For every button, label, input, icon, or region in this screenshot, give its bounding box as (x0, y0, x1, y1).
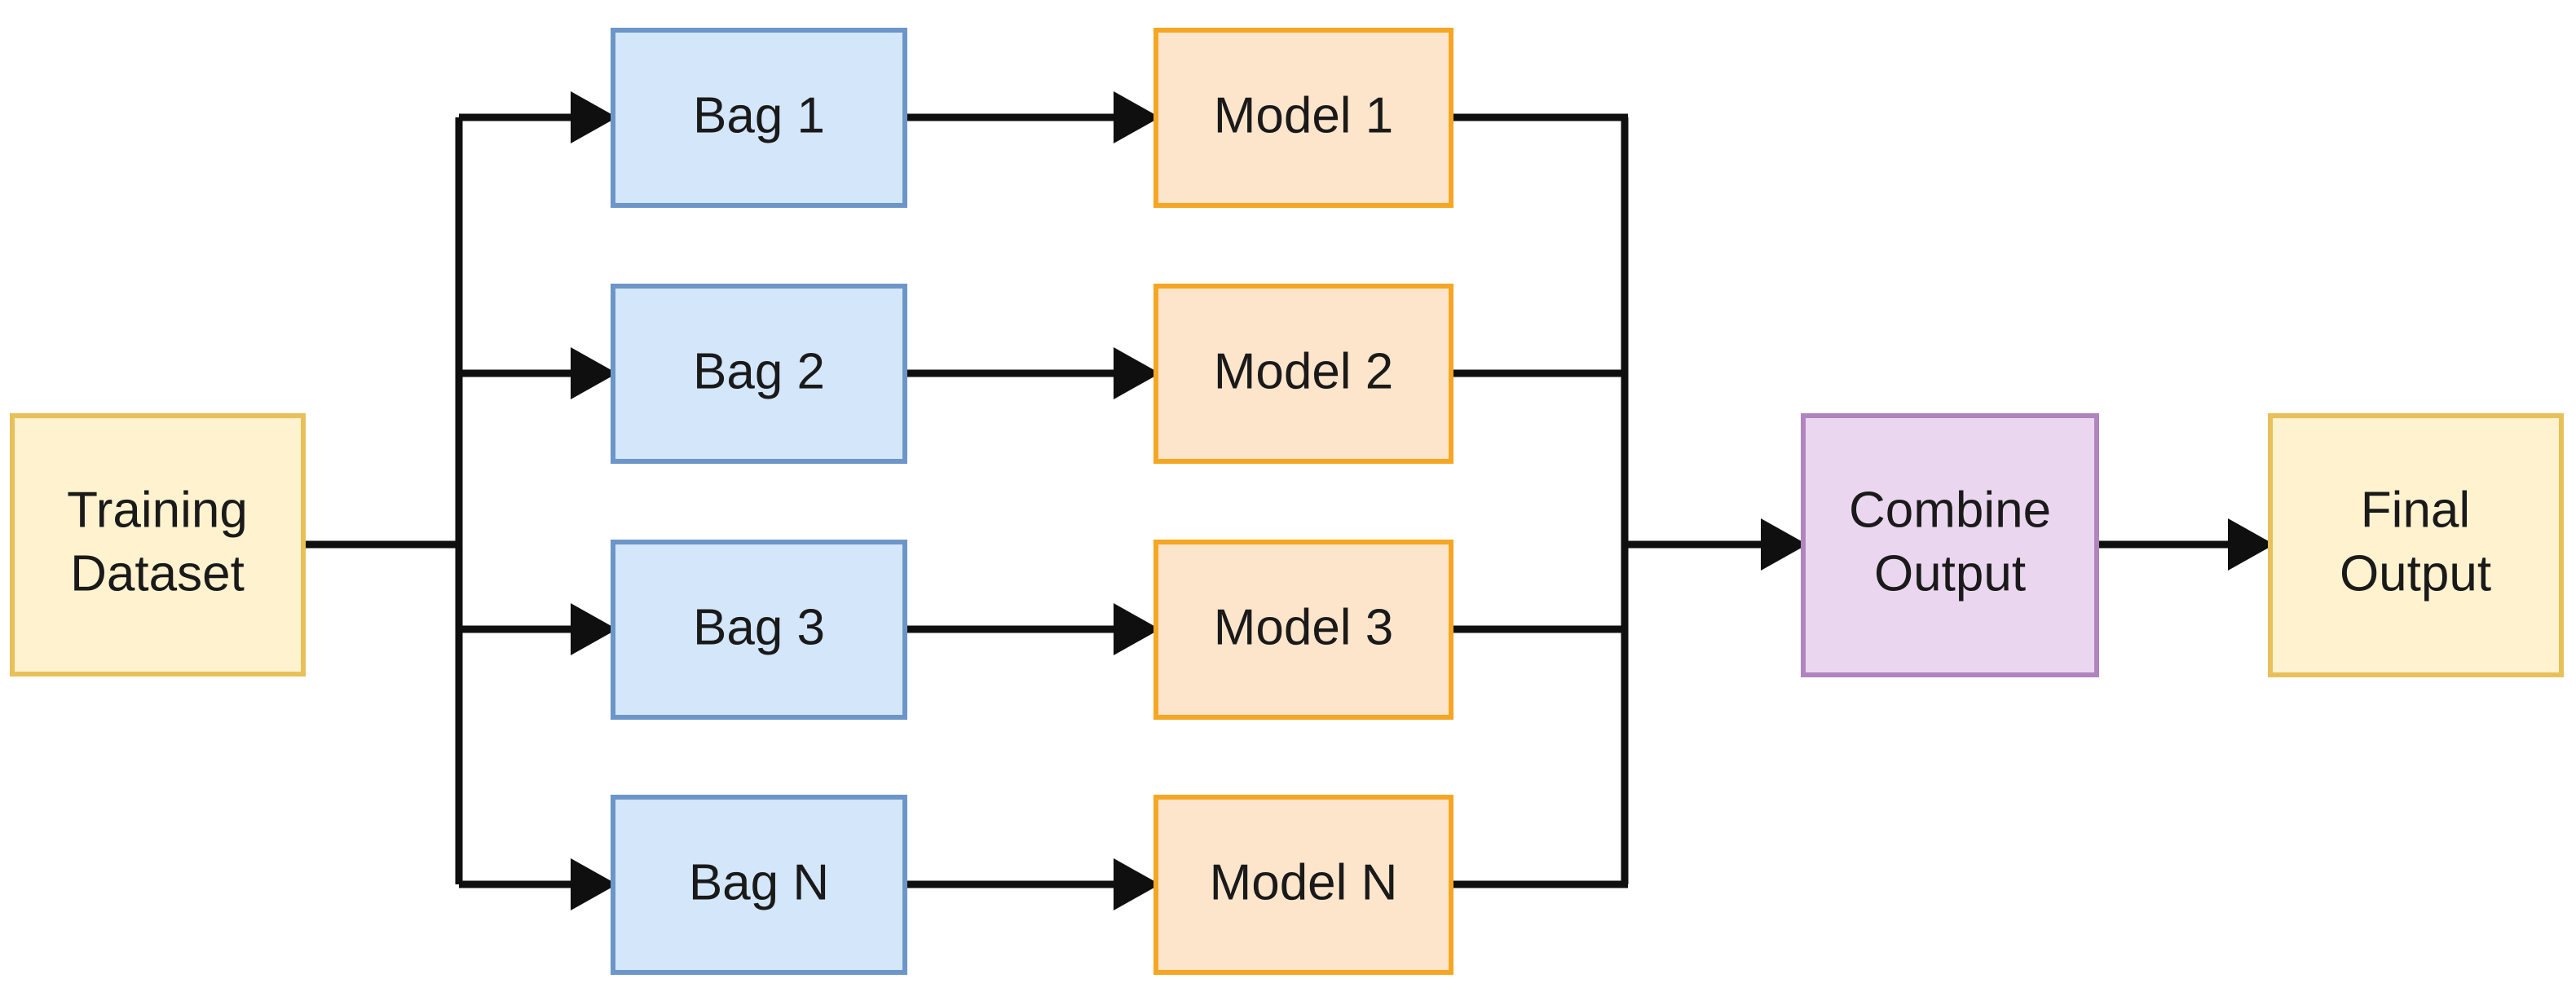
node-bag-n-rect[interactable] (611, 795, 907, 975)
node-bag-2[interactable]: Bag 2 (611, 284, 907, 464)
edge-bag-1-to-model-1 (905, 91, 1160, 143)
node-model-n[interactable]: Model N (1153, 795, 1453, 975)
edge-split-to-bag-n (459, 858, 617, 910)
edge-combine-to-final (2097, 518, 2274, 571)
node-combine-output[interactable]: Combine Output (1801, 413, 2099, 677)
node-bag-1-label: Bag 1 (693, 87, 825, 143)
edge-split-to-bag-1 (459, 91, 617, 143)
node-model-3-label: Model 3 (1214, 599, 1394, 655)
node-model-1[interactable]: Model 1 (1153, 28, 1453, 208)
node-model-3[interactable]: Model 3 (1153, 540, 1453, 720)
node-model-2-rect[interactable] (1153, 284, 1453, 464)
node-bag-3[interactable]: Bag 3 (611, 540, 907, 720)
arrowhead-icon (1761, 518, 1807, 571)
arrowhead-icon (1114, 858, 1160, 910)
node-model-n-label: Model N (1210, 854, 1398, 910)
node-bag-1[interactable]: Bag 1 (611, 28, 907, 208)
node-bag-n-label: Bag N (689, 854, 829, 910)
node-model-n-rect[interactable] (1153, 795, 1453, 975)
edge-split-to-bag-2 (459, 347, 617, 399)
node-combine-output-rect[interactable] (1801, 413, 2099, 677)
edge-bag-3-to-model-3 (905, 603, 1160, 655)
node-training-dataset-rect[interactable] (10, 413, 306, 677)
arrowhead-icon (2228, 518, 2274, 571)
node-bag-2-rect[interactable] (611, 284, 907, 464)
node-model-3-rect[interactable] (1153, 540, 1453, 720)
edge-layer (303, 91, 2274, 910)
edge-split-to-bag-3 (459, 603, 617, 655)
node-training-dataset-label-line-2: Dataset (70, 545, 245, 602)
node-layer: Training Dataset Bag 1 Bag 2 Bag 3 B (10, 28, 2564, 975)
node-model-2-label: Model 2 (1214, 343, 1394, 399)
node-bag-2-label: Bag 2 (693, 343, 825, 399)
arrowhead-icon (571, 347, 617, 399)
node-model-1-rect[interactable] (1153, 28, 1453, 208)
node-final-output-label-line-2: Output (2340, 545, 2491, 602)
arrowhead-icon (571, 858, 617, 910)
node-model-2[interactable]: Model 2 (1153, 284, 1453, 464)
node-final-output[interactable]: Final Output (2268, 413, 2564, 677)
edge-merge-to-combine (1625, 518, 1807, 571)
node-combine-output-label-line-1: Combine (1849, 482, 2051, 538)
node-combine-output-label-line-2: Output (1874, 545, 2026, 602)
node-bag-1-rect[interactable] (611, 28, 907, 208)
arrowhead-icon (571, 91, 617, 143)
node-training-dataset-label-line-1: Training (67, 482, 248, 538)
arrowhead-icon (1114, 91, 1160, 143)
node-model-1-label: Model 1 (1214, 87, 1394, 143)
node-training-dataset[interactable]: Training Dataset (10, 413, 306, 677)
edge-bag-n-to-model-n (905, 858, 1160, 910)
node-bag-3-rect[interactable] (611, 540, 907, 720)
node-final-output-rect[interactable] (2268, 413, 2564, 677)
node-bag-3-label: Bag 3 (693, 599, 825, 655)
edge-bag-2-to-model-2 (905, 347, 1160, 399)
node-bag-n[interactable]: Bag N (611, 795, 907, 975)
node-final-output-label-line-1: Final (2361, 482, 2470, 538)
arrowhead-icon (1114, 603, 1160, 655)
arrowhead-icon (571, 603, 617, 655)
arrowhead-icon (1114, 347, 1160, 399)
